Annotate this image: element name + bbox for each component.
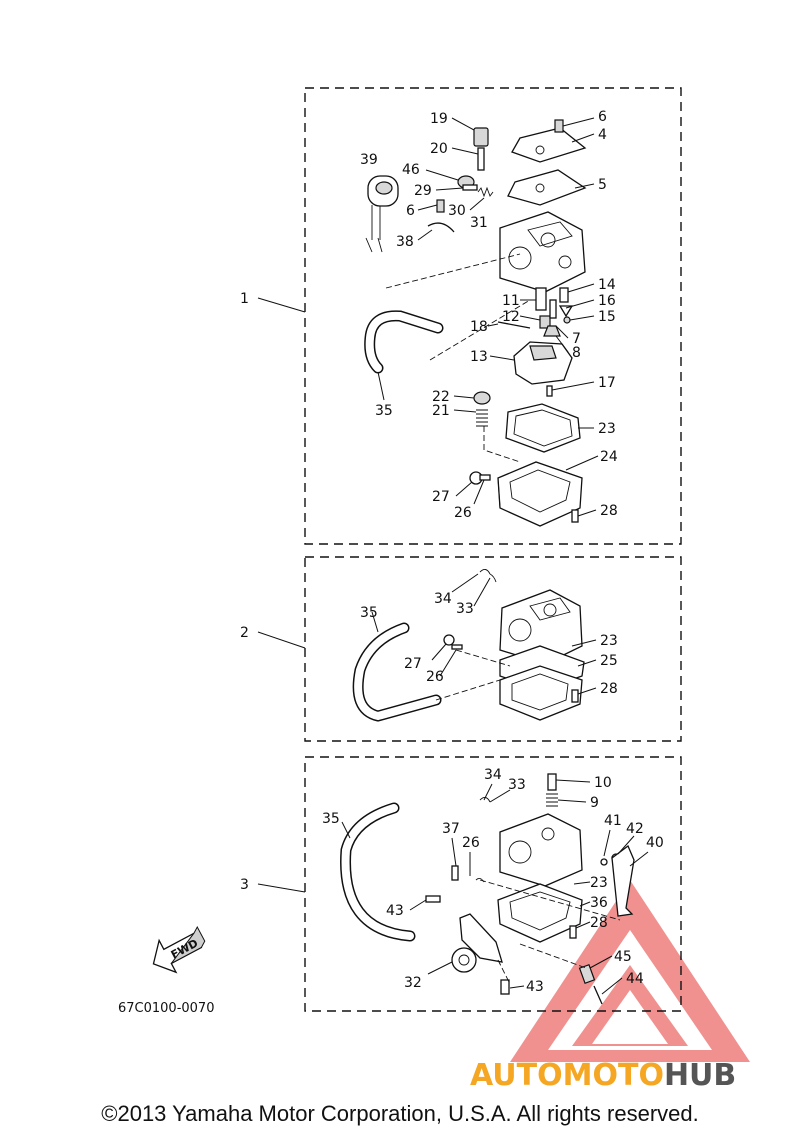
group-label-2: 2	[240, 625, 249, 641]
callout-number: 7	[572, 331, 581, 347]
callout-number: 21	[432, 403, 450, 419]
callout-number: 25	[600, 653, 618, 669]
callout-number: 10	[594, 775, 612, 791]
callout-number: 36	[590, 895, 608, 911]
callout-leaders	[341, 117, 649, 995]
callout-number: 9	[590, 795, 599, 811]
callout-number: 35	[375, 403, 393, 419]
callout-number: 45	[614, 949, 632, 965]
callout-number: 23	[598, 421, 616, 437]
group-label-1: 1	[240, 291, 249, 307]
callout-number: 12	[502, 309, 520, 325]
callout-number: 43	[386, 903, 404, 919]
callout-number: 6	[598, 109, 607, 125]
callout-number: 29	[414, 183, 432, 199]
callout-number: 15	[598, 309, 616, 325]
callout-number: 41	[604, 813, 622, 829]
callout-number: 28	[600, 503, 618, 519]
callout-number: 30	[448, 203, 466, 219]
callout-number: 26	[462, 835, 480, 851]
callout-number: 4	[598, 127, 607, 143]
group-3-parts	[340, 773, 635, 1005]
callout-number: 26	[426, 669, 444, 685]
group-1-box	[304, 87, 682, 545]
callout-number: 24	[600, 449, 618, 465]
callout-number: 16	[598, 293, 616, 309]
callout-number: 27	[404, 656, 422, 672]
callout-number: 28	[600, 681, 618, 697]
callout-number: 42	[626, 821, 644, 837]
callout-number: 18	[470, 319, 488, 335]
callout-number: 27	[432, 489, 450, 505]
watermark-logo	[510, 880, 750, 1062]
callout-number: 11	[502, 293, 520, 309]
callout-number: 34	[484, 767, 502, 783]
callout-number: 43	[526, 979, 544, 995]
callout-number: 35	[322, 811, 340, 827]
callout-number: 44	[626, 971, 644, 987]
group-2-box	[304, 556, 682, 742]
diagram-code: 67C0100-0070	[118, 1001, 214, 1016]
callout-number: 23	[590, 875, 608, 891]
callout-number: 23	[600, 633, 618, 649]
callout-number: 20	[430, 141, 448, 157]
callout-number: 8	[572, 345, 581, 361]
group-3-box	[304, 756, 682, 1012]
callout-number: 19	[430, 111, 448, 127]
callout-number: 34	[434, 591, 452, 607]
group-1-parts	[364, 119, 587, 527]
callout-number: 17	[598, 375, 616, 391]
callout-number: 39	[360, 152, 378, 168]
watermark-text: AUTOMOTOHUB	[470, 1058, 736, 1093]
callout-number: 35	[360, 605, 378, 621]
callout-number: 40	[646, 835, 664, 851]
callout-number: 26	[454, 505, 472, 521]
fwd-arrow-icon: FWD	[152, 925, 206, 974]
group-2-parts	[352, 569, 585, 722]
callout-number: 14	[598, 277, 616, 293]
callout-number: 13	[470, 349, 488, 365]
callout-number: 5	[598, 177, 607, 193]
callout-number: 6	[406, 203, 415, 219]
callout-number: 22	[432, 389, 450, 405]
callout-number: 38	[396, 234, 414, 250]
callout-number: 31	[470, 215, 488, 231]
copyright-notice: ©2013 Yamaha Motor Corporation, U.S.A. A…	[101, 1101, 699, 1126]
callout-number: 33	[508, 777, 526, 793]
callout-number: 33	[456, 601, 474, 617]
callout-number: 46	[402, 162, 420, 178]
group-label-3: 3	[240, 877, 249, 893]
callout-numbers: 1 2 3 19 6 4 20 39 46 5 29 6 30 31 38 14…	[240, 109, 664, 995]
callout-number: 32	[404, 975, 422, 991]
callout-number: 37	[442, 821, 460, 837]
callout-number: 28	[590, 915, 608, 931]
